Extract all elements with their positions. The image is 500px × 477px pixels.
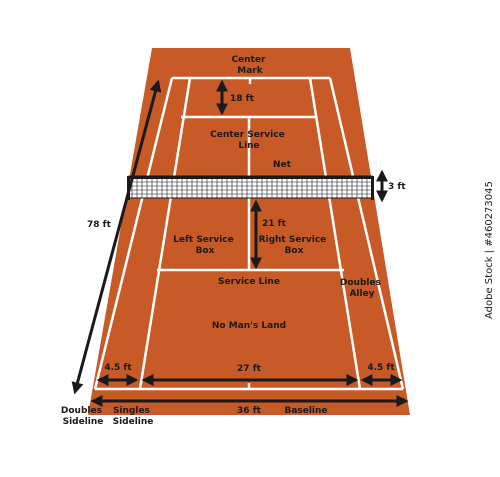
center-mark-label: Center Mark [231, 55, 268, 76]
no-mans-land-label: No Man's Land [212, 321, 286, 331]
service-line-label: Service Line [218, 277, 280, 287]
length-arrow [71, 79, 162, 395]
left-alley-width-label: 4.5 ft [104, 363, 132, 373]
right-service-box-label: Right Service Box [259, 235, 330, 256]
doubles-sideline-label: Doubles Sideline [61, 406, 105, 427]
length-label: 78 ft [87, 220, 112, 230]
singles-sideline-label: Singles Sideline [113, 406, 154, 427]
baseline-label: Baseline [284, 406, 327, 416]
dimension-arrows [71, 79, 409, 407]
singles-width-label: 27 ft [237, 364, 262, 374]
net-label: Net [273, 160, 292, 170]
right-doubles-sideline [328, 77, 405, 390]
stock-watermark: Adobe Stock | #460273045 [484, 181, 495, 319]
left-service-box-label: Left Service Box [173, 235, 237, 256]
labels: Center Mark 18 ft Center Service Line Ne… [61, 55, 406, 427]
net-height-label: 3 ft [388, 182, 406, 192]
right-singles-sideline [308, 77, 362, 390]
center-service-line-label: Center Service Line [210, 130, 288, 151]
right-alley-width-label: 4.5 ft [367, 363, 395, 373]
service-box-depth-label: 21 ft [262, 219, 287, 229]
doubles-alley-label: Doubles Alley [340, 278, 384, 299]
doubles-width-label: 36 ft [237, 406, 262, 416]
net [127, 175, 374, 200]
center-mark-dim-label: 18 ft [230, 94, 255, 104]
